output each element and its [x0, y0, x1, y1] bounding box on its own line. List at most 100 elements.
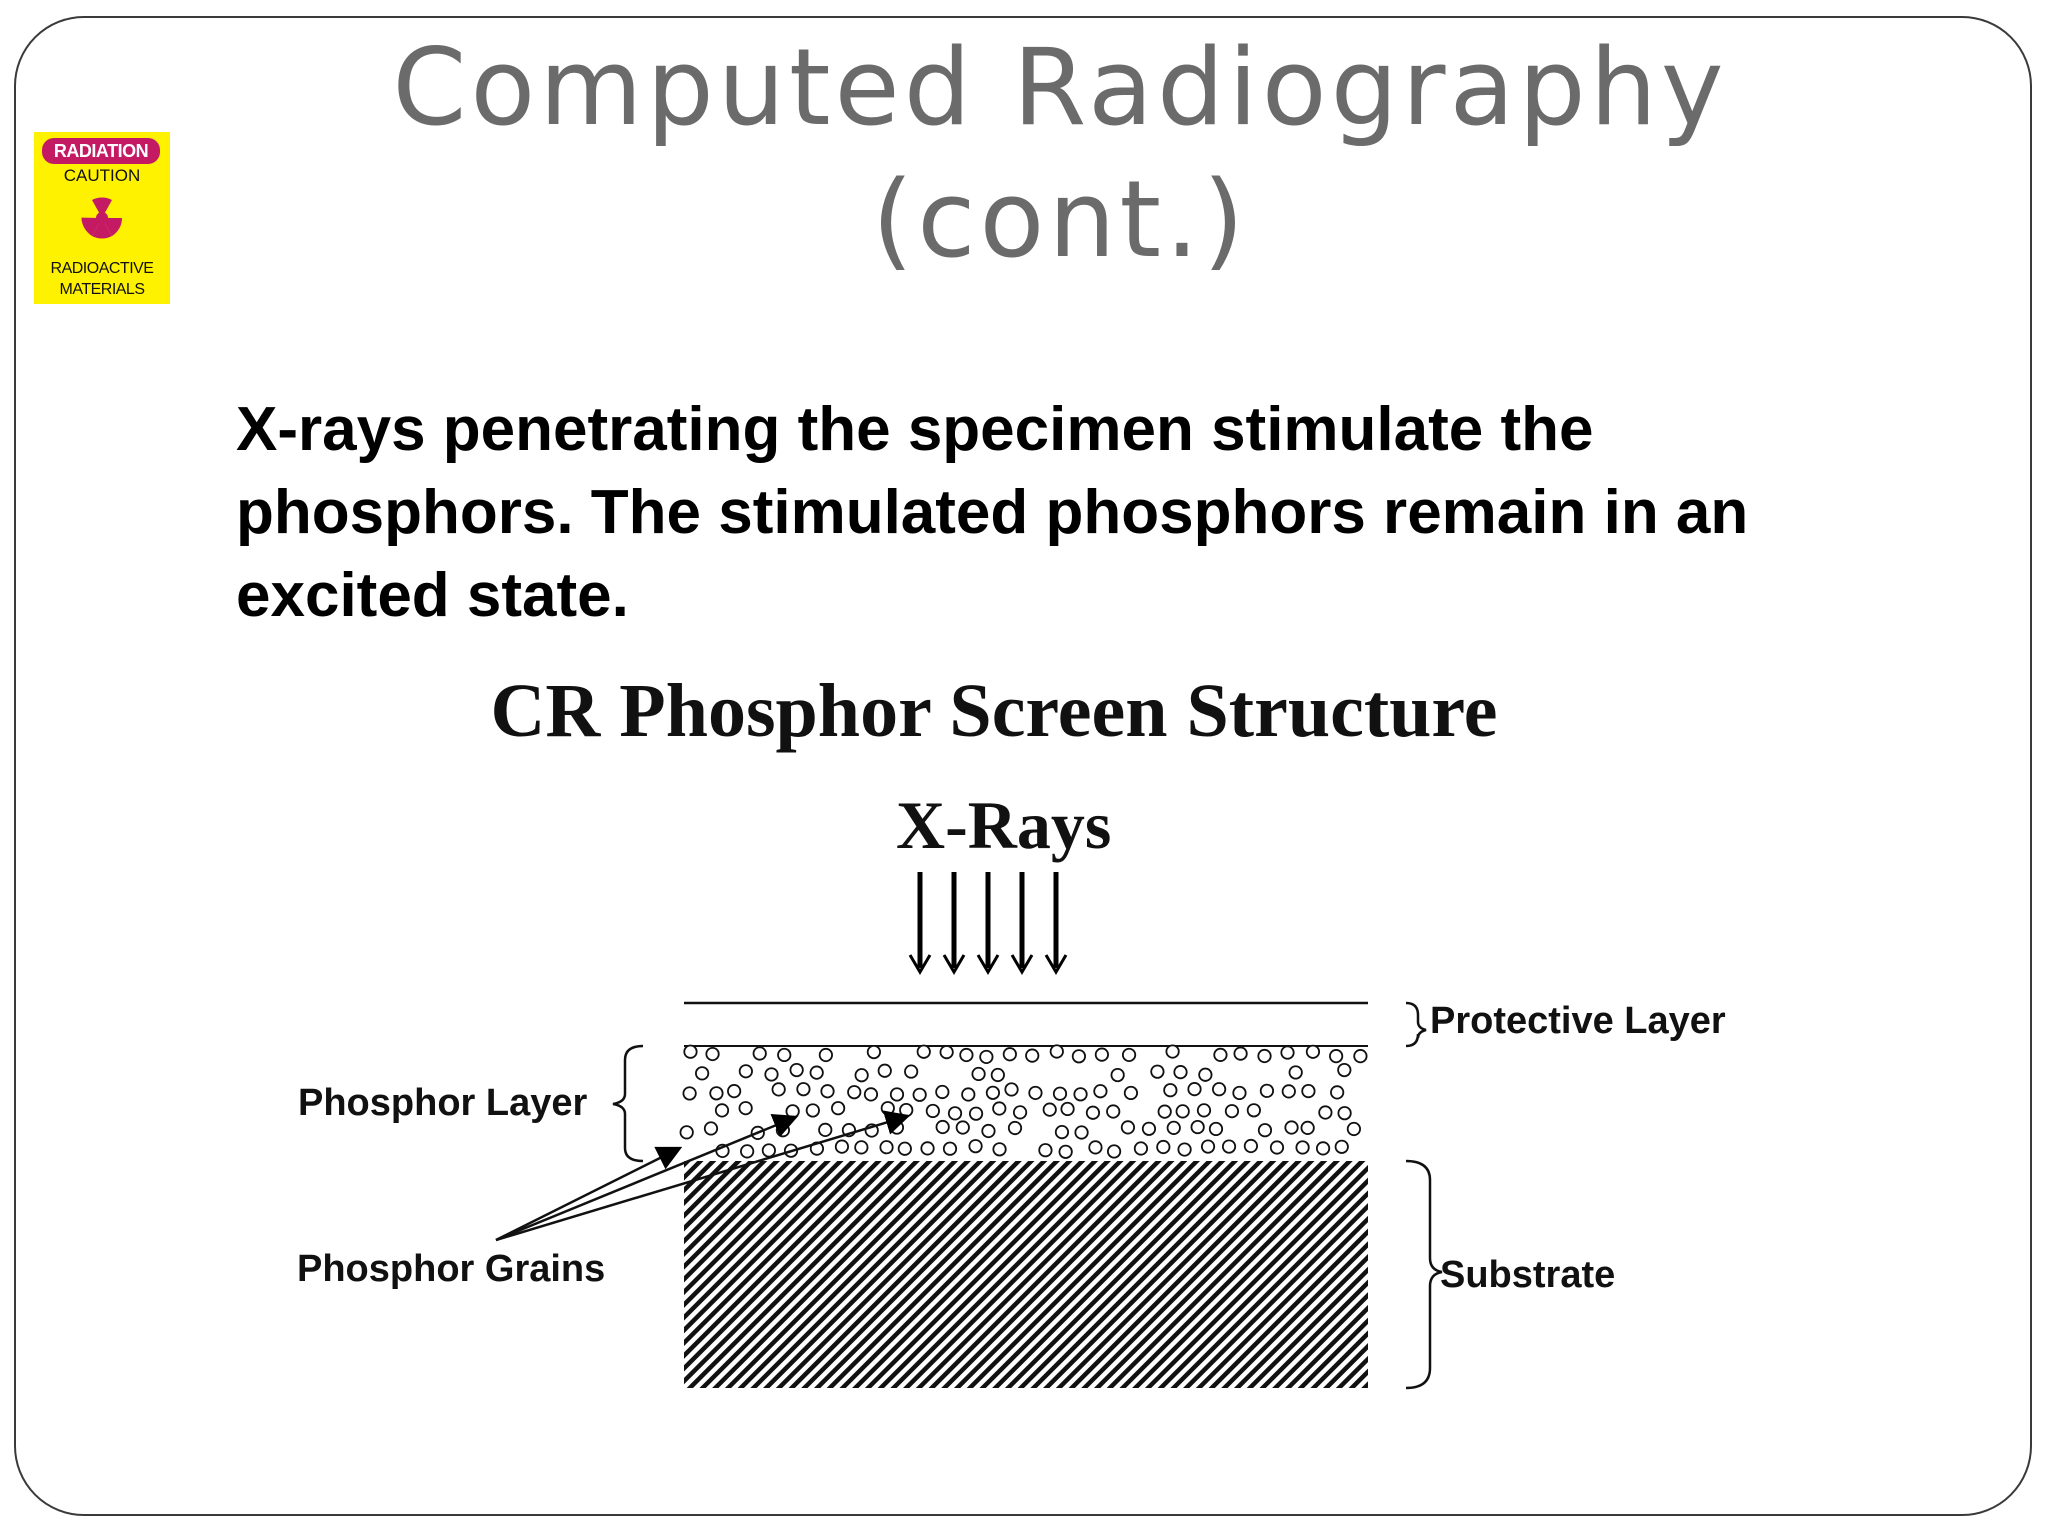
- phosphor-grain: [1093, 1084, 1108, 1099]
- phosphor-grain: [1163, 1083, 1178, 1098]
- badge-bottom-line-2: MATERIALS: [59, 281, 146, 298]
- phosphor-grain: [939, 1045, 954, 1060]
- phosphor-grain: [1280, 1045, 1295, 1060]
- diagram-title: CR Phosphor Screen Structure: [490, 669, 1498, 753]
- xrays-label: X-Rays: [896, 787, 1112, 863]
- phosphor-grain: [1049, 1044, 1064, 1059]
- phosphor-grain: [785, 1104, 800, 1119]
- phosphor-grain: [1224, 1104, 1240, 1119]
- phosphor-grain: [920, 1141, 935, 1156]
- phosphor-grain: [880, 1101, 895, 1116]
- substrate-label: Substrate: [1440, 1254, 1616, 1296]
- phosphor-grain: [1012, 1105, 1028, 1120]
- phosphor-grain: [1334, 1139, 1349, 1154]
- phosphor-grain: [1166, 1120, 1181, 1135]
- phosphor-grain: [979, 1049, 994, 1065]
- phosphor-grain: [1300, 1120, 1315, 1135]
- phosphor-grain: [683, 1044, 698, 1059]
- phosphor-grain: [1329, 1049, 1344, 1064]
- phosphor-grain: [863, 1087, 879, 1102]
- phosphor-grain: [959, 1047, 974, 1063]
- phosphor-grain: [695, 1066, 710, 1081]
- phosphor-grain: [1221, 1139, 1237, 1154]
- phosphor-grain: [925, 1103, 940, 1119]
- phosphor-grain: [1233, 1046, 1248, 1061]
- phosphor-grain: [889, 1087, 905, 1102]
- phosphor-grain: [1200, 1139, 1216, 1154]
- phosphor-grain: [703, 1121, 719, 1136]
- phosphor-grain: [992, 1142, 1007, 1157]
- substrate-brace: [1405, 1159, 1443, 1390]
- phosphor-grain: [1071, 1049, 1087, 1064]
- phosphor-grain: [752, 1046, 767, 1061]
- slide-title-line-2: (cont.): [871, 158, 1249, 281]
- phosphor-grain: [1243, 1138, 1259, 1154]
- badge-radiation-label: RADIATION: [42, 138, 160, 164]
- phosphor-grain: [1177, 1142, 1192, 1157]
- phosphor-grain: [738, 1064, 753, 1079]
- phosphor-grain: [947, 1106, 963, 1121]
- phosphor-grain: [981, 1123, 996, 1139]
- phosphor-grain: [1257, 1123, 1273, 1138]
- phosphor-grain: [820, 1084, 835, 1099]
- phosphor-grain: [1259, 1083, 1275, 1098]
- phosphor-grain: [714, 1103, 730, 1118]
- phosphor-grain: [1042, 1102, 1057, 1117]
- phosphor-grain: [764, 1067, 779, 1082]
- phosphor-grain: [1110, 1067, 1125, 1083]
- phosphor-grain: [796, 1082, 811, 1097]
- phosphor-grain: [1257, 1048, 1272, 1064]
- phosphor-grain: [1281, 1084, 1296, 1099]
- phosphor-grain: [1213, 1047, 1228, 1062]
- phosphor-grain: [1301, 1083, 1316, 1099]
- phosphor-grain: [1353, 1049, 1368, 1064]
- phosphor-grain: [1004, 1082, 1019, 1097]
- phosphor-grains-label: Phosphor Grains: [297, 1248, 606, 1290]
- phosphor-grain: [1038, 1143, 1053, 1158]
- radiation-caution-badge: RADIATION CAUTION RADIOACTIVE MATERIALS: [34, 132, 170, 304]
- phosphor-grain: [961, 1087, 976, 1102]
- phosphor-grain: [1157, 1104, 1172, 1119]
- phosphor-grain: [1198, 1067, 1213, 1082]
- phosphor-grain: [1208, 1121, 1224, 1137]
- phosphor-grain: [809, 1065, 824, 1080]
- phosphor-grain: [761, 1143, 776, 1158]
- phosphor-grain: [705, 1046, 720, 1062]
- slide-title: Computed Radiography (cont.): [300, 22, 1820, 286]
- phosphor-grain: [1173, 1065, 1188, 1080]
- phosphor-grain: [727, 1084, 742, 1099]
- phosphor-grain: [738, 1101, 753, 1116]
- phosphor-grain: [866, 1044, 881, 1060]
- phosphor-layer-label: Phosphor Layer: [298, 1082, 588, 1124]
- phosphor-grain: [789, 1062, 804, 1078]
- phosphor-grain: [1330, 1085, 1345, 1100]
- badge-caution-label: CAUTION: [63, 166, 141, 185]
- phosphor-grain: [834, 1139, 850, 1154]
- phosphor-grain: [935, 1119, 950, 1135]
- phosphor-grain: [968, 1106, 984, 1121]
- phosphor-grain: [985, 1085, 1001, 1100]
- phosphor-grain: [1337, 1062, 1352, 1078]
- phosphor-grain: [1025, 1048, 1040, 1063]
- phosphor-grain: [1346, 1121, 1362, 1137]
- phosphor-grain: [990, 1067, 1005, 1083]
- protective-layer-label: Protective Layer: [1430, 1000, 1726, 1042]
- slide-body-text: X-rays penetrating the specimen stimulat…: [236, 395, 1749, 630]
- phosphor-grain: [1060, 1101, 1075, 1117]
- phosphor-grain: [955, 1120, 970, 1135]
- phosphor-grain: [740, 1144, 755, 1159]
- phosphor-grain: [1288, 1065, 1303, 1080]
- phosphor-grain: [1002, 1047, 1017, 1062]
- phosphor-grain: [1052, 1086, 1068, 1101]
- phosphor-grain: [1058, 1144, 1073, 1159]
- phosphor-grains: [679, 1044, 1368, 1159]
- phosphor-grain: [1190, 1119, 1205, 1135]
- phosphor-grain: [1175, 1104, 1190, 1119]
- badge-bottom-line-1: RADIOACTIVE: [50, 260, 154, 277]
- xray-arrowhead: [1044, 954, 1068, 975]
- phosphor-grain: [775, 1123, 791, 1138]
- phosphor-grain: [968, 1139, 983, 1154]
- phosphor-grain: [1106, 1144, 1122, 1159]
- xray-arrowhead: [1010, 954, 1034, 975]
